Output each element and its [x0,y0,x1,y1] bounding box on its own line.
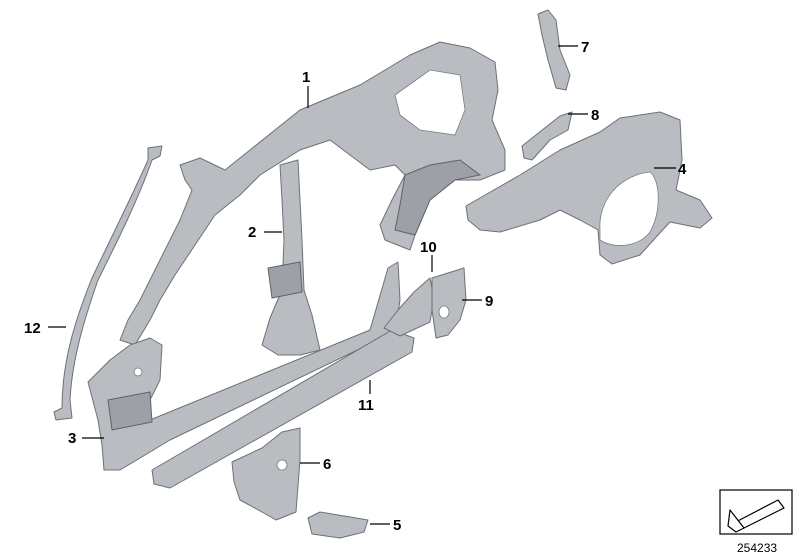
callout-3: 3 [68,430,76,447]
callout-7: 7 [581,39,589,56]
part-8-brace [521,111,573,161]
callout-2: 2 [248,224,256,241]
callout-10: 10 [420,239,437,256]
callout-5: 5 [393,517,401,534]
callout-11: 11 [358,397,374,414]
part-1-inner-shade [394,159,482,236]
callout-9: 9 [485,293,493,310]
part-12-seal-strip [53,145,163,421]
part-3-hole [133,367,143,377]
part-5-plate [307,511,369,539]
part-4-wheel-arch [599,171,659,246]
callout-6: 6 [323,456,331,473]
part-4-rear-inner-assembly [465,111,713,265]
part-6-hole [276,459,288,471]
part-9-hole [438,305,450,319]
document-number: 254233 [737,541,777,555]
part-6-bracket [231,427,301,521]
callout-12: 12 [24,320,41,337]
part-3-front-pillar-lower [87,261,401,471]
part-3-pillar-ribs [107,391,153,431]
orientation-arrow-icon [719,489,793,535]
part-7-bracket [537,9,571,91]
callout-4: 4 [678,161,687,178]
callout-1: 1 [302,69,310,86]
part-1-window-opening [394,69,466,136]
callout-8: 8 [591,107,599,124]
part-9-gusset [431,267,467,339]
part-2-b-pillar [261,159,321,356]
part-2-b-pillar-gusset [267,261,303,299]
